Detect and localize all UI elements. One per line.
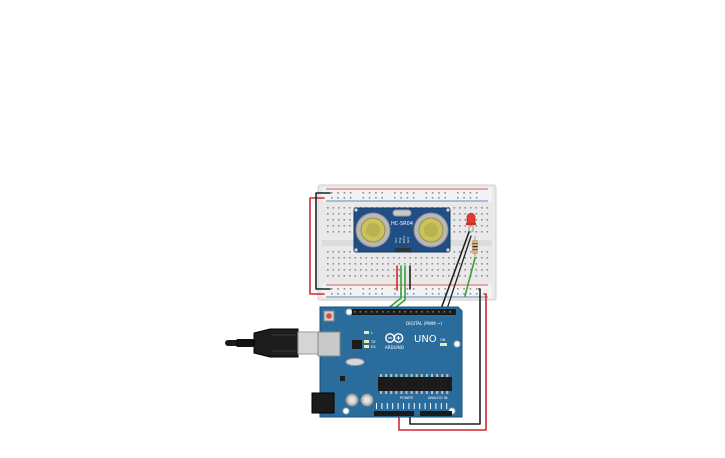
digital-header[interactable] [352,309,456,315]
power-rail-bottom [331,288,478,295]
transducer-right [413,212,449,248]
transducer-left [355,212,391,248]
power-rail-top [331,192,478,199]
wire-red-power[interactable] [398,293,487,431]
power-jack[interactable] [311,392,335,414]
model-label: UNO [414,334,437,345]
rx-led-label: RX [371,345,376,349]
on-led-label: ON [440,338,446,342]
resistor[interactable] [472,236,478,258]
atmega-chip [378,374,452,394]
arduino-logo-icon [385,333,404,343]
sensor-model-label: HC-SR04 [391,221,413,227]
wire-green-resistor[interactable] [464,257,476,297]
arduino-uno[interactable]: DIGITAL (PWM ~) L TX RX ON ARDUINO UNO [311,306,463,418]
wire-black-led-gnd[interactable] [440,231,470,310]
ultrasonic-sensor[interactable]: HC-SR04 Vcc Trig Echo Gnd [353,207,451,253]
tx-led-label: TX [370,340,376,344]
wire-black-power[interactable] [409,288,481,425]
l-led-label: L [371,331,373,335]
usb-port [317,331,341,357]
analog-header-label: ANALOG IN [428,396,448,400]
usb-cable[interactable] [225,328,321,358]
power-header[interactable] [374,411,414,416]
wire-red-left-rail[interactable] [309,197,325,295]
wire-black-led-2[interactable] [446,235,472,310]
sensor-pin-trig: Trig [398,238,402,244]
sensor-pin-gnd: Gnd [406,237,410,243]
led[interactable] [466,212,476,232]
brand-label: ARDUINO [385,345,404,350]
digital-header-label: DIGITAL (PWM ~) [406,321,442,326]
bottom-pin-labels [376,403,448,409]
wire-black-left-rail[interactable] [315,192,331,290]
crystal [392,209,412,217]
power-header-label: POWER [400,396,414,400]
sensor-pin-echo: Echo [402,236,406,243]
sensor-pin-vcc: Vcc [394,237,398,243]
analog-header[interactable] [420,411,452,416]
